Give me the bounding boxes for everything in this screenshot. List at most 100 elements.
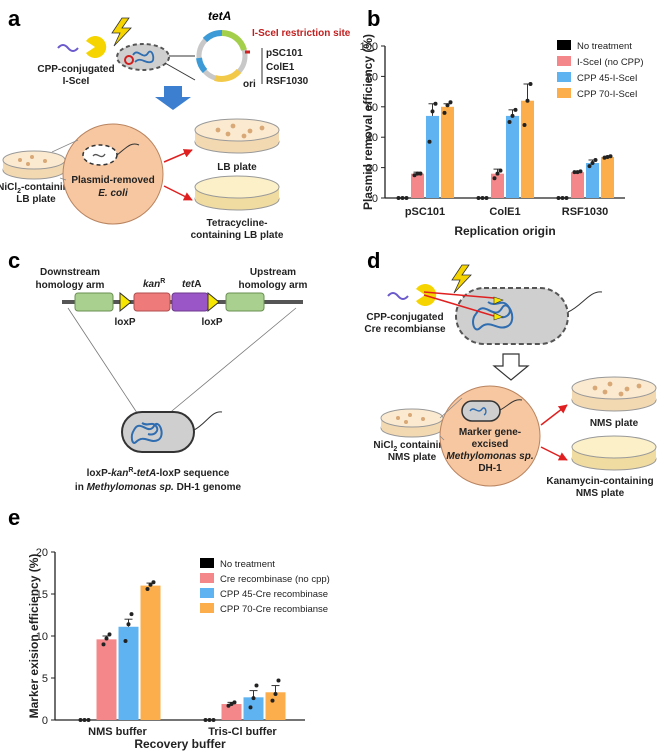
kanamycin-plate-icon — [571, 435, 657, 471]
data-point — [251, 696, 256, 701]
arrow-to-kan-plate — [540, 446, 568, 461]
teta-label: tetA — [208, 9, 231, 23]
bar — [118, 626, 139, 720]
data-point — [522, 123, 527, 128]
panel-a-plate3-label-2: containing LB plate — [191, 230, 284, 241]
methylomonas-cell-icon — [121, 411, 223, 453]
panel-a: a CPP-conjugated I-SceI tetA I-SceI rest… — [0, 6, 351, 241]
panel-e-letter: e — [8, 505, 20, 530]
marker-excised-bacterium-icon — [461, 400, 501, 422]
data-point — [415, 171, 420, 176]
panel-a-cpp-label-1: CPP-conjugated — [37, 64, 114, 75]
y-tick-label: 10 — [36, 631, 48, 643]
data-point — [495, 171, 500, 176]
nicl2-lb-plate-icon — [2, 150, 66, 180]
bar — [243, 697, 264, 720]
arrow-to-nms-plate — [540, 404, 568, 426]
data-point — [590, 161, 595, 166]
y-tick-label: 0 — [42, 715, 48, 727]
down-arm-label-2: homology arm — [36, 280, 105, 291]
enzyme-icon — [86, 36, 107, 58]
legend-swatch — [200, 603, 214, 613]
panel-c-caption-2: in Methylomonas sp. DH-1 genome — [75, 482, 242, 493]
data-point — [575, 170, 580, 175]
data-point — [480, 196, 485, 200]
data-point — [572, 170, 577, 175]
x-tick-label: NMS buffer — [88, 726, 147, 738]
nicl2-nms-plate-icon — [380, 408, 444, 438]
data-point — [207, 718, 212, 722]
x-axis-title: Replication origin — [454, 224, 555, 238]
lb-plate-icon — [194, 118, 280, 154]
down-arm-label-1: Downstream — [40, 267, 100, 278]
data-point — [442, 110, 447, 115]
data-point — [507, 120, 512, 124]
data-point — [578, 169, 583, 174]
teta-gene-box — [171, 292, 209, 312]
data-point — [129, 612, 134, 617]
bar — [506, 115, 519, 198]
bar — [411, 173, 424, 198]
data-point — [510, 113, 515, 118]
panel-c-caption-1: loxP-kanR-tetA-loxP sequence — [87, 467, 230, 479]
bar — [521, 100, 534, 198]
data-point — [587, 164, 592, 169]
x-tick-label: Tris-Cl buffer — [208, 726, 277, 738]
panel-d-cpp-label-2: Cre recombianse — [364, 324, 446, 335]
data-point — [254, 683, 259, 688]
data-point — [445, 103, 450, 108]
panel-a-plate1-label-2: LB plate — [16, 194, 56, 205]
legend-label: No treatment — [577, 41, 632, 52]
y-tick-label: 80 — [366, 71, 378, 83]
ori-segment — [214, 68, 242, 82]
down-arrow-icon — [155, 86, 191, 110]
loxp-right-icon — [207, 291, 220, 313]
bar — [140, 585, 161, 720]
arrow-to-lb-plate — [163, 149, 193, 163]
bar — [571, 172, 584, 198]
data-point — [123, 639, 128, 644]
legend-swatch — [200, 588, 214, 598]
data-point — [148, 582, 153, 587]
data-point — [270, 698, 275, 703]
y-tick-label: 20 — [36, 547, 48, 559]
arrow-to-tet-plate — [163, 185, 193, 201]
panel-d-plate3-label-2: NMS plate — [576, 488, 625, 499]
data-point — [564, 196, 569, 200]
panel-c-letter: c — [8, 248, 20, 273]
data-point — [476, 196, 481, 200]
data-point — [498, 168, 503, 173]
data-point — [273, 691, 278, 696]
lightning-icon — [111, 17, 132, 47]
data-point — [151, 580, 156, 585]
panel-d-plate1-label-2: NMS plate — [388, 452, 437, 463]
chromosome-icon — [132, 50, 155, 64]
plasmid-map — [196, 30, 250, 82]
down-outline-arrow-icon — [492, 353, 530, 381]
panel-d-cell-label-2: excised — [472, 439, 509, 450]
y-tick-label: 15 — [36, 589, 48, 601]
kan-label: kanR — [143, 278, 165, 290]
bar — [586, 163, 599, 198]
data-point — [560, 196, 565, 200]
panel-a-plate1-label-1: NiCl2-containing — [0, 182, 75, 195]
origin-ColE1: ColE1 — [266, 62, 295, 73]
legend-swatch — [200, 573, 214, 583]
legend-swatch — [557, 40, 571, 50]
x-tick-label: pSC101 — [405, 206, 445, 218]
methylomonas-bacterium-d — [423, 287, 603, 345]
data-point — [484, 196, 489, 200]
isce-site-label: I-SceI restriction site — [252, 28, 351, 39]
data-point — [248, 705, 253, 710]
bar — [426, 115, 439, 198]
plasmid-removed-cell-bg — [62, 123, 164, 225]
teta-gene-label: tetA — [182, 279, 201, 290]
y-tick-label: 5 — [42, 673, 48, 685]
data-point — [82, 718, 87, 722]
up-arm-label-2: homology arm — [239, 280, 308, 291]
data-point — [412, 173, 417, 178]
legend-swatch — [557, 72, 571, 82]
